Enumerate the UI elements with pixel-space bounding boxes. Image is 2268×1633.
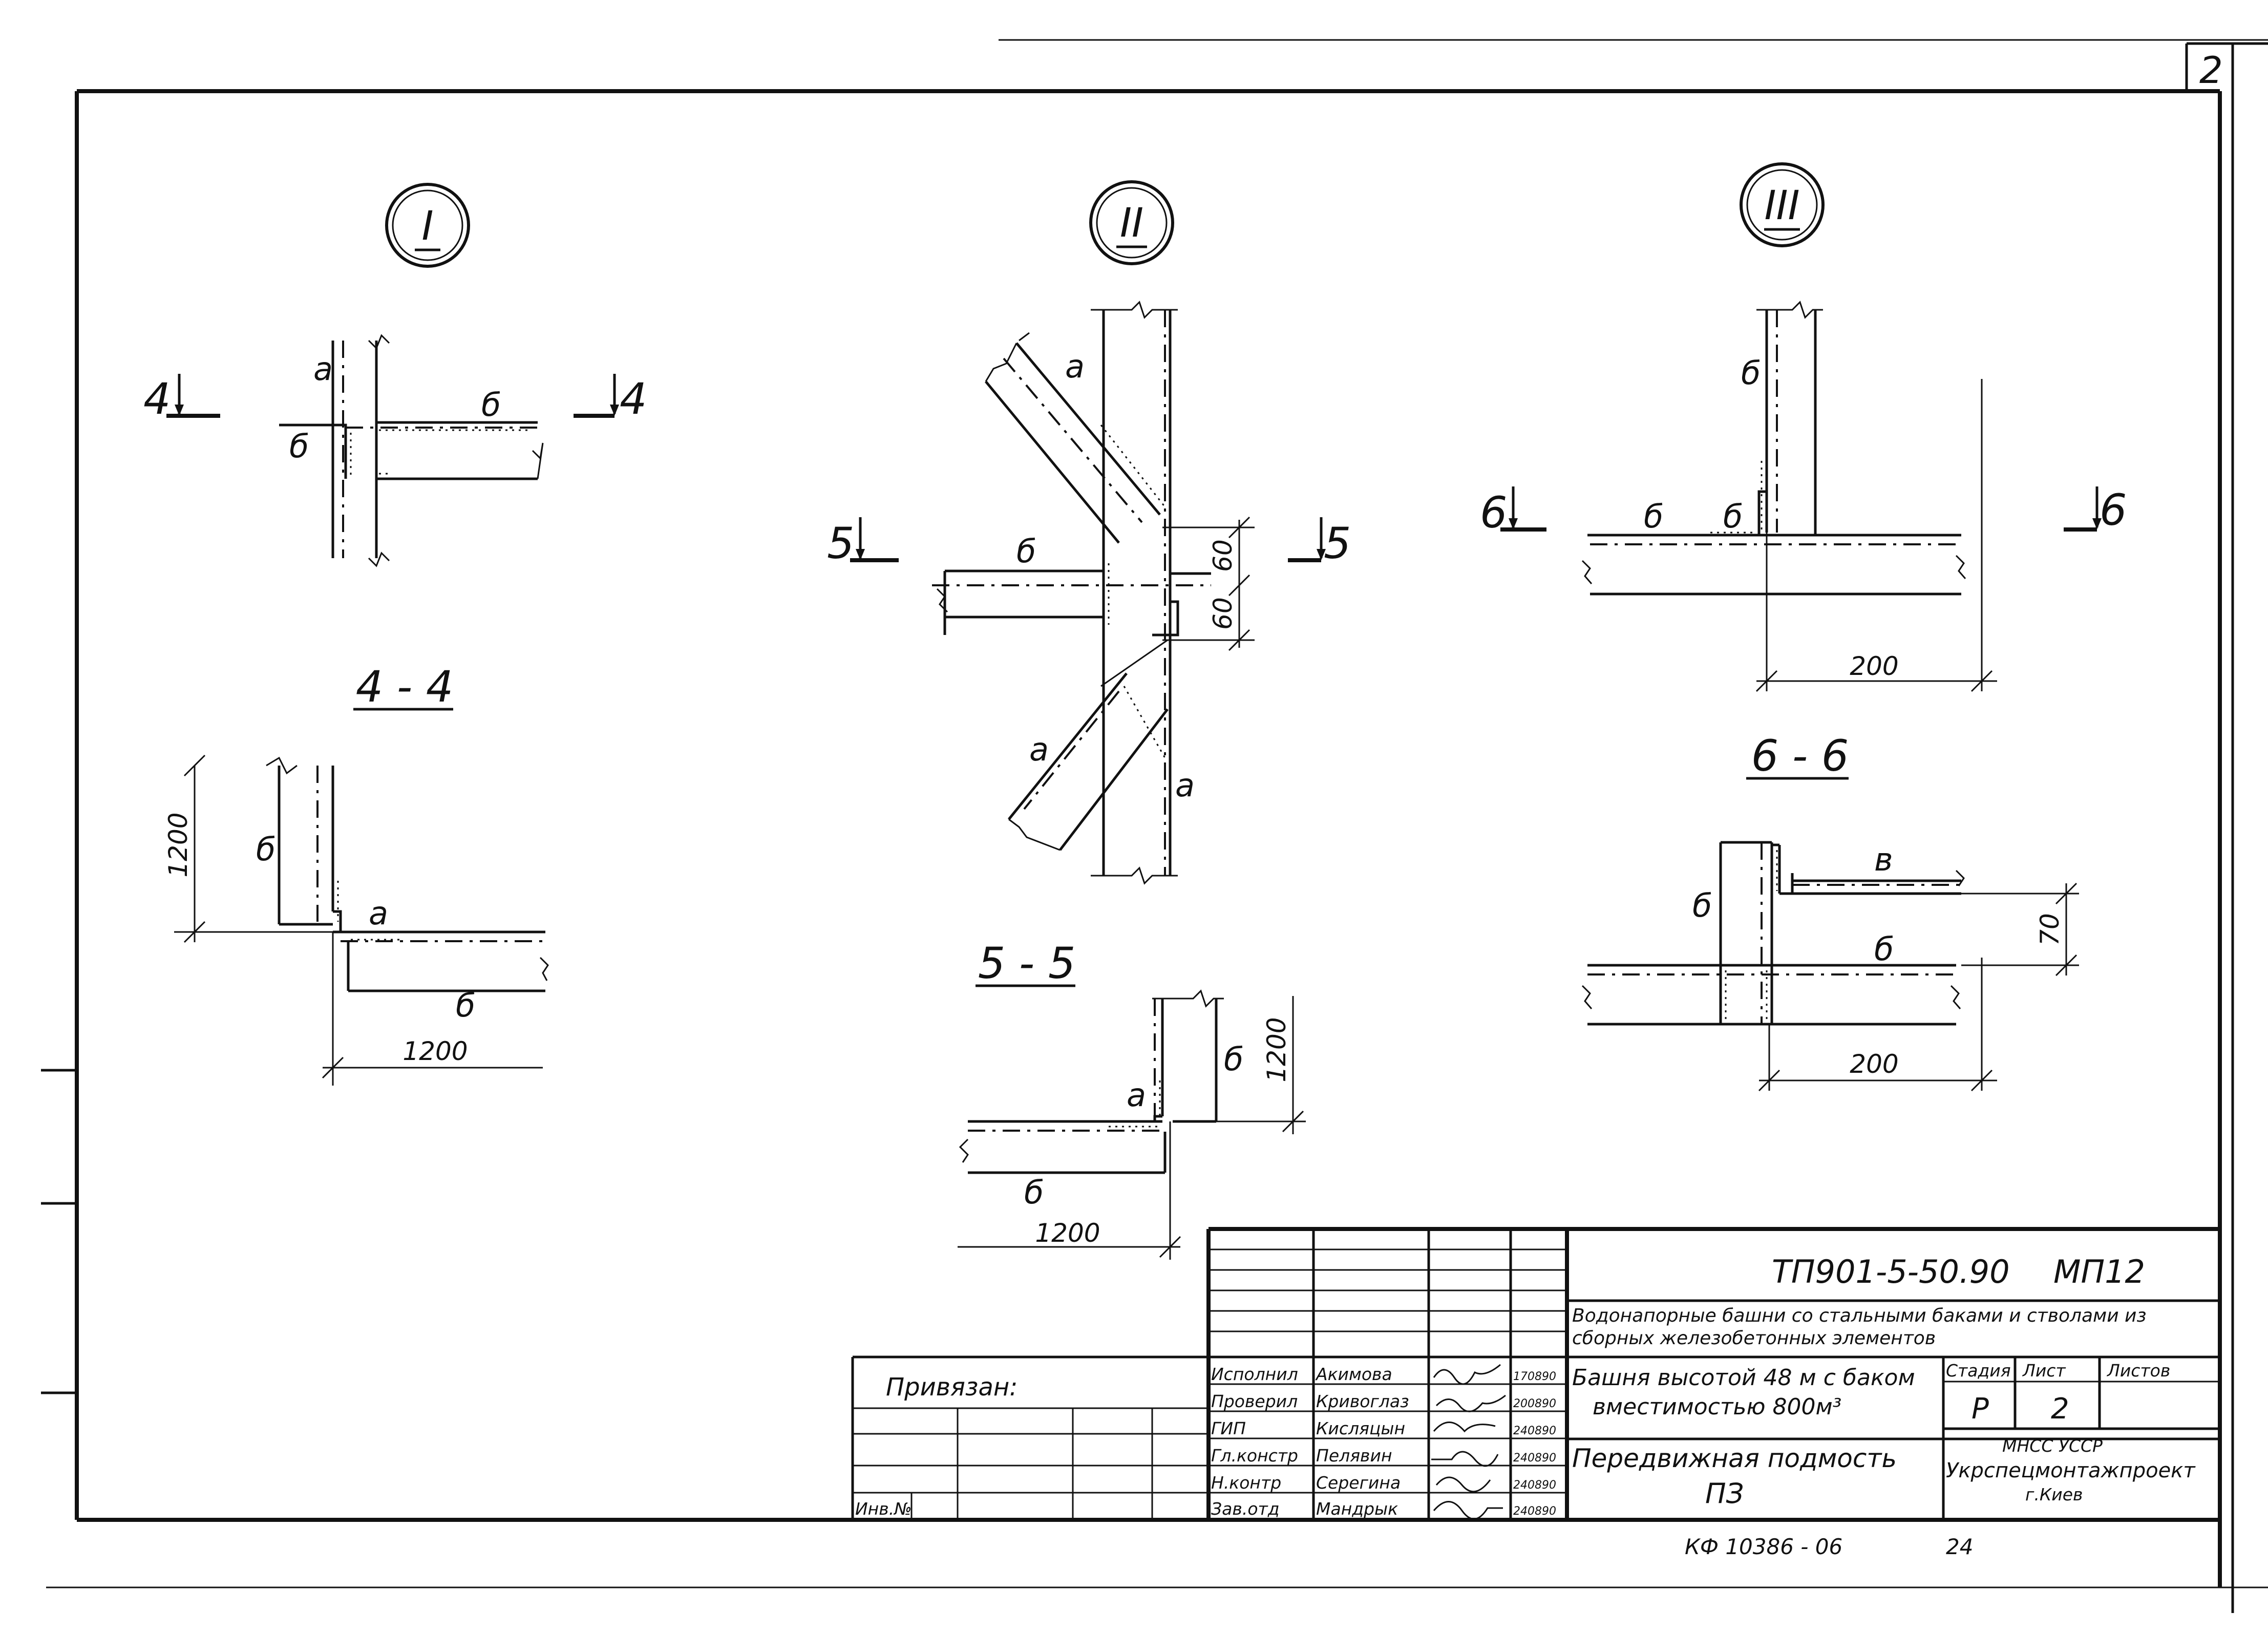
section-6-6: 6 - 6 в б б 70 200: [1581, 731, 2079, 1092]
section-4-4-title: 4 - 4: [356, 662, 454, 712]
sheet-header: Лист: [2022, 1361, 2066, 1381]
staff-role: Зав.отд: [1211, 1499, 1280, 1519]
page-number: 24: [1946, 1534, 1973, 1559]
node-3-marker: [1740, 162, 1825, 247]
staff-name: Пелявин: [1316, 1446, 1392, 1466]
section-4-4-label-a: а: [369, 895, 388, 932]
project-title: Водонапорные башни со стальными баками и…: [1572, 1305, 2147, 1349]
drawing-line-1: Передвижная подмость: [1572, 1444, 1897, 1473]
document-code: ТП901-5-50.90: [1772, 1253, 2010, 1290]
archive-code: КФ 10386 - 06: [1685, 1534, 1842, 1559]
node-3-label-b2: б: [1644, 498, 1663, 535]
staff-name: Мандрык: [1316, 1499, 1398, 1519]
section-6-6-title: 6 - 6: [1751, 731, 1849, 781]
node-3-dim: 200: [1850, 651, 1898, 681]
binding-block: Привязан: Инв.№: [851, 1355, 1209, 1520]
footer: КФ 10386 - 06 24: [1685, 1534, 1973, 1559]
section-6-6-dim-v: 70: [2035, 913, 2065, 946]
document-mark: МП12: [2053, 1253, 2145, 1290]
staff-name: Акимова: [1315, 1364, 1392, 1384]
section-4-4-label-b1: б: [256, 831, 275, 868]
cut-5-left: 5: [827, 518, 854, 568]
node-1-label-b1: б: [481, 386, 501, 423]
org-line-2: Укрспецмонтажпроект: [1946, 1459, 2196, 1482]
node-3-view: III б б б 200 6 6: [1480, 162, 2127, 692]
drawing-frame: 2: [41, 39, 2268, 1613]
staff-date: 240890: [1513, 1505, 1556, 1518]
staff-date: 240890: [1513, 1452, 1556, 1465]
node-2-dim-2: 60: [1208, 597, 1238, 630]
section-4-4-dim-h: 1200: [402, 1036, 468, 1066]
node-2-mark: II: [1120, 200, 1143, 246]
cut-5-right: 5: [1324, 518, 1351, 568]
staff-date: 240890: [1513, 1479, 1556, 1492]
node-2-label-b: б: [1016, 533, 1036, 570]
cut-6-left: 6: [1480, 487, 1507, 538]
title-block: ТП901-5-50.90 МП12 Водонапорные башни со…: [1206, 1227, 2220, 1520]
staff-name: Кисляцын: [1316, 1418, 1405, 1438]
section-6-6-label-b1: б: [1692, 887, 1712, 924]
staff-role: Исполнил: [1211, 1364, 1298, 1384]
section-5-5-dim-h: 1200: [1035, 1218, 1100, 1248]
section-4-4-dim-v: 1200: [163, 812, 193, 877]
staff-name: Кривоглаз: [1316, 1391, 1409, 1411]
staff-role: Гл.констр: [1211, 1446, 1298, 1466]
sheet-value: 2: [2051, 1392, 2069, 1426]
section-5-5-title: 5 - 5: [978, 938, 1076, 988]
node-2-label-a1: а: [1065, 348, 1085, 385]
staff-role: Проверил: [1211, 1391, 1298, 1411]
node-2-view: II а а а б: [827, 180, 1351, 885]
stage-header: Стадия: [1946, 1361, 2011, 1381]
node-2-label-a3: а: [1175, 767, 1195, 804]
section-4-4: 4 - 4 б а б 1200 1200: [163, 662, 549, 1086]
node-3-mark: III: [1764, 183, 1799, 229]
section-4-4-label-b2: б: [456, 987, 475, 1024]
node-1-marker: [385, 183, 470, 268]
staff-name: Серегина: [1316, 1473, 1401, 1493]
org-line-3: г.Киев: [2025, 1484, 2083, 1504]
section-5-5-label-b1: б: [1224, 1041, 1243, 1078]
section-6-6-dim-h: 200: [1850, 1049, 1898, 1079]
section-6-6-label-b2: б: [1874, 930, 1894, 968]
drawing-line-2: ПЗ: [1705, 1477, 1744, 1510]
node-1-mark: I: [421, 203, 433, 249]
node-2-label-a2: а: [1029, 731, 1049, 768]
sheets-header: Листов: [2107, 1361, 2170, 1381]
staff-date: 200890: [1513, 1397, 1556, 1410]
node-3-label-b1: б: [1741, 354, 1761, 392]
cut-4-left: 4: [143, 374, 171, 424]
node-2-dim-1: 60: [1208, 539, 1238, 572]
node-1-label-a: а: [313, 350, 333, 388]
staff-date: 170890: [1513, 1370, 1556, 1383]
inventory-label: Инв.№: [855, 1499, 912, 1519]
sheet-number: 2: [2199, 49, 2223, 92]
node-1-label-b2: б: [289, 428, 309, 465]
section-5-5-dim-v: 1200: [1262, 1017, 1291, 1082]
stage-value: Р: [1972, 1392, 1989, 1426]
staff-role: Н.контр: [1211, 1473, 1281, 1493]
section-5-5-label-b2: б: [1024, 1174, 1044, 1211]
cut-4-right: 4: [620, 374, 647, 424]
object-line-2: вместимостью 800м³: [1593, 1394, 1841, 1420]
org-line-1: МНСС УССР: [2002, 1436, 2103, 1456]
staff-role: ГИП: [1211, 1418, 1246, 1438]
staff-date: 240890: [1513, 1425, 1556, 1437]
cut-6-right: 6: [2100, 485, 2127, 535]
section-6-6-label-v: в: [1874, 841, 1893, 878]
section-5-5-label-a: а: [1127, 1076, 1146, 1114]
node-1-view: I а б б 4 4: [143, 183, 647, 567]
object-line-1: Башня высотой 48 м с баком: [1572, 1365, 1915, 1391]
node-2-marker: [1089, 180, 1174, 265]
node-3-label-b3: б: [1723, 498, 1743, 535]
staff-table: Исполнил Акимова 170890 Проверил Кривогл…: [1211, 1364, 1556, 1519]
section-5-5: 5 - 5 б а б 1200 1200: [958, 938, 1306, 1260]
bound-label: Привязан:: [886, 1373, 1018, 1402]
signatures: [1431, 1364, 1506, 1520]
